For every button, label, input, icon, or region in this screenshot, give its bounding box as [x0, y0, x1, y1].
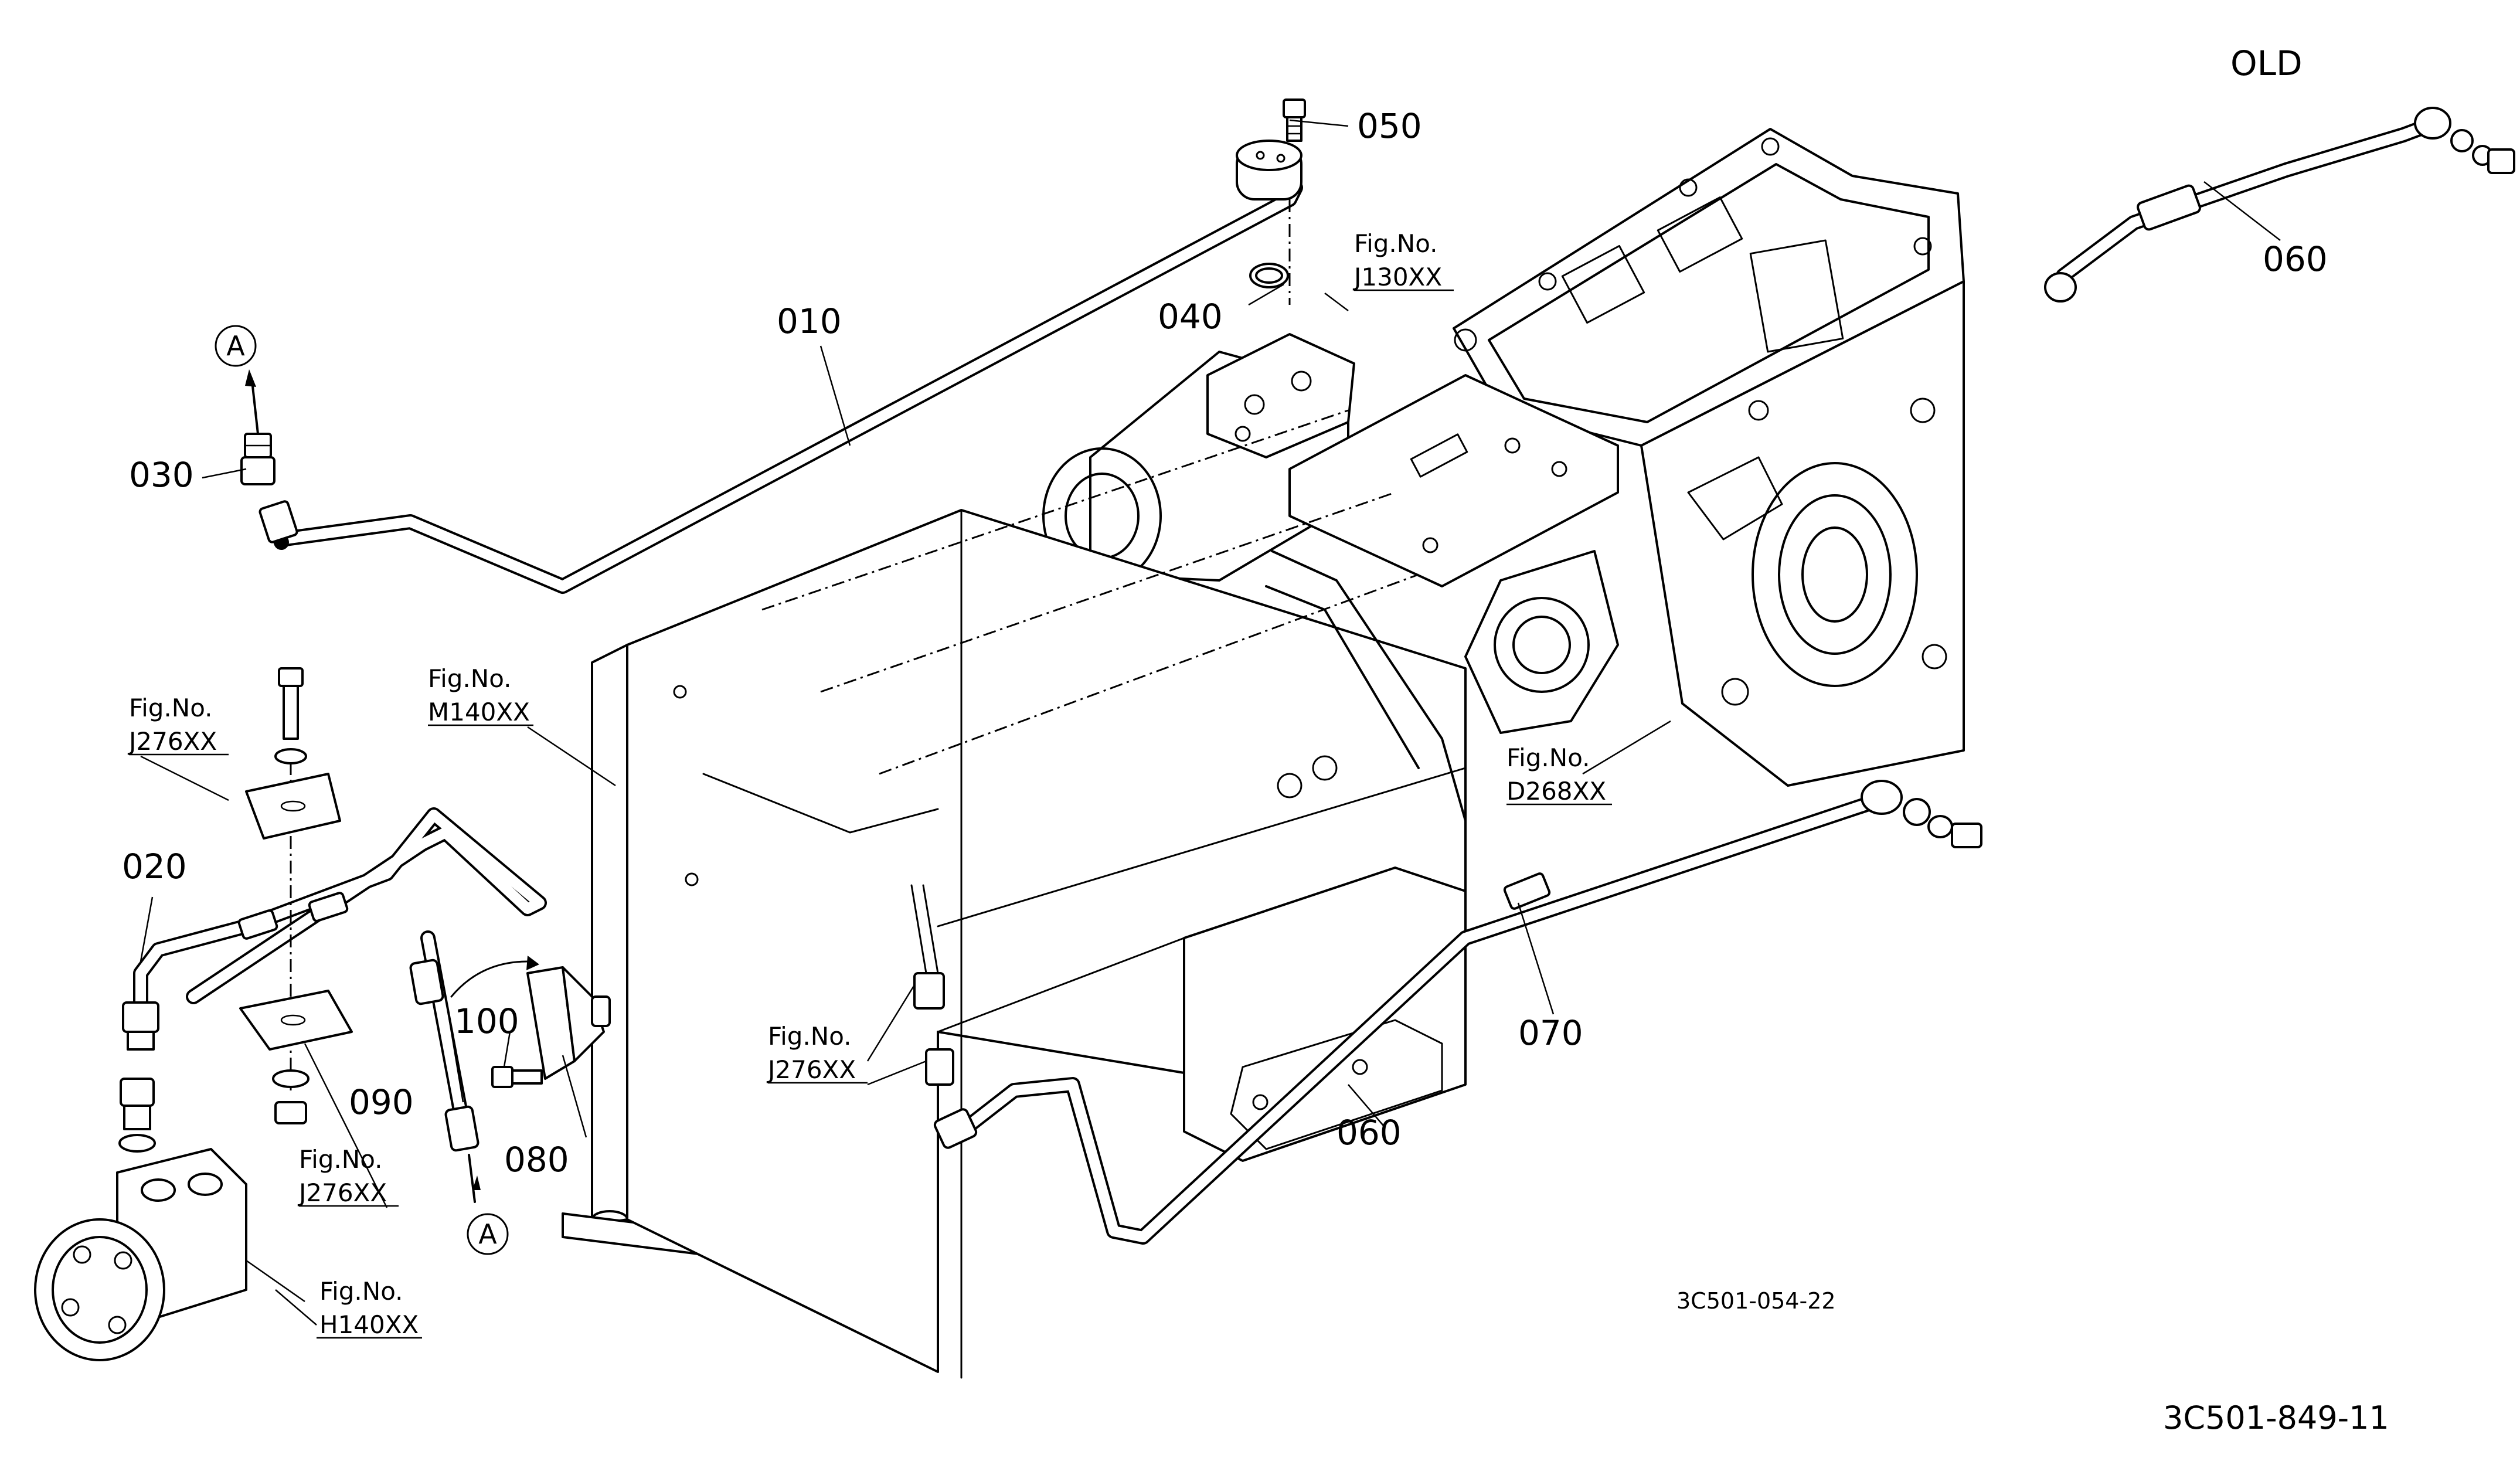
svg-text:Fig.No.: Fig.No.: [129, 694, 213, 722]
part-label-070: 070: [1518, 1013, 1583, 1053]
bolt-050: [1283, 98, 1306, 142]
svg-text:J130XX: J130XX: [1352, 263, 1442, 291]
fig-ref-j276-low: Fig.No. J276XX: [297, 1145, 387, 1207]
label-old: OLD: [2230, 43, 2303, 83]
marker-a-bottom: A: [467, 1213, 509, 1255]
part-label-020: 020: [122, 847, 187, 886]
svg-text:A: A: [478, 1218, 497, 1250]
main-body-drawing: [562, 409, 1467, 1379]
fig-ref-d268: Fig.No. D268XX: [1506, 743, 1606, 806]
svg-text:Fig.No.: Fig.No.: [768, 1022, 852, 1051]
pipe-020: [122, 807, 547, 1051]
fig-ref-j276-top: Fig.No. J276XX: [127, 694, 217, 756]
svg-text:Fig.No.: Fig.No.: [428, 664, 512, 693]
svg-text:H140XX: H140XX: [319, 1310, 419, 1339]
hose-070: [1503, 872, 1551, 910]
svg-text:J276XX: J276XX: [766, 1055, 856, 1084]
svg-text:J276XX: J276XX: [297, 1178, 387, 1207]
pipe-010: [259, 140, 1303, 594]
hydraulic-block-drawing: [1042, 333, 1619, 587]
fig-ref-j276-mid: Fig.No. J276XX: [766, 1022, 856, 1084]
pipe-060: [910, 780, 1982, 1245]
svg-text:Fig.No.: Fig.No.: [299, 1145, 383, 1174]
svg-text:D268XX: D268XX: [1506, 777, 1606, 806]
part-label-050: 050: [1357, 106, 1422, 146]
svg-text:J276XX: J276XX: [127, 727, 217, 756]
bracket-080: [450, 956, 611, 1080]
svg-text:Fig.No.: Fig.No.: [319, 1277, 403, 1306]
fig-ref-j130: Fig.No. J130XX: [1352, 229, 1442, 291]
svg-text:A: A: [226, 330, 245, 362]
part-label-060-old: 060: [2263, 239, 2328, 279]
fitting-030: [240, 369, 276, 485]
old-pipe-060: [2044, 107, 2515, 303]
part-label-010: 010: [777, 301, 842, 341]
marker-a-top: A: [215, 325, 257, 367]
leader-lines: [129, 119, 2281, 1339]
part-label-060: 060: [1336, 1113, 1402, 1153]
svg-text:M140XX: M140XX: [428, 698, 530, 726]
fig-ref-m140: Fig.No. M140XX: [428, 664, 530, 726]
steering-unit-drawing: [34, 1078, 305, 1361]
bolt-100: [491, 1066, 543, 1088]
transmission-housing-drawing: [1453, 128, 1965, 787]
pipe-090: [409, 930, 481, 1203]
page-code: 3C501-849-11: [2163, 1399, 2389, 1436]
part-label-100: 100: [454, 1001, 519, 1041]
clamp-and-bolt: [239, 667, 353, 1124]
svg-text:Fig.No.: Fig.No.: [1506, 743, 1590, 772]
fig-ref-h140: Fig.No. H140XX: [319, 1277, 419, 1339]
drawing-code: 3C501-054-22: [1676, 1288, 1836, 1314]
svg-text:Fig.No.: Fig.No.: [1354, 229, 1438, 258]
part-label-040: 040: [1158, 297, 1223, 337]
part-label-090: 090: [349, 1082, 414, 1122]
o-ring-040: [1249, 263, 1289, 288]
part-label-080: 080: [504, 1140, 569, 1180]
part-label-030: 030: [129, 455, 194, 495]
